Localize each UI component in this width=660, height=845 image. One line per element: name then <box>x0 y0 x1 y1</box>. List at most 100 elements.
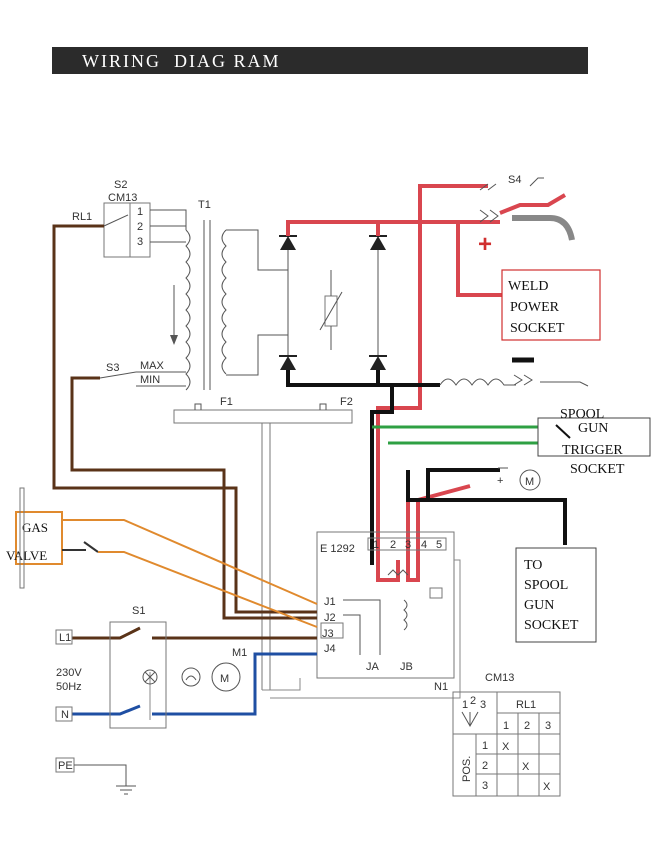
s2-switch-blade <box>103 214 129 227</box>
blue-wires <box>72 652 317 716</box>
svg-text:5: 5 <box>436 539 442 551</box>
legend-x-1: X <box>502 741 510 753</box>
svg-text:2: 2 <box>482 760 488 772</box>
s2-pos-1: 1 <box>137 206 143 218</box>
red-to-pcb <box>376 222 422 582</box>
s2-tap-1 <box>150 209 187 230</box>
svg-text:+: + <box>497 475 503 487</box>
red-to-weld-socket <box>456 222 502 297</box>
t1-primary-coil <box>185 229 191 391</box>
s1-label: S1 <box>132 605 145 617</box>
thermal-switches: F1 F2 <box>173 396 353 690</box>
svg-text:2: 2 <box>524 720 530 732</box>
svg-text:1: 1 <box>462 699 468 711</box>
secondary-lead-bottom <box>226 334 288 376</box>
s3-label: S3 <box>106 362 119 374</box>
voltage-label: 230V <box>56 667 82 679</box>
protective-earth: PE <box>55 757 136 795</box>
black-to-spool-socket <box>428 498 567 545</box>
weld-label-1: WELD <box>508 279 548 294</box>
switch-s3: S3 MAX MIN <box>99 360 186 387</box>
legend-x-2: X <box>522 761 530 773</box>
pcb-transformer <box>403 599 408 631</box>
svg-text:L1: L1 <box>59 632 71 644</box>
current-arrow-head <box>170 335 178 345</box>
svg-text:J3: J3 <box>322 628 334 640</box>
svg-text:4: 4 <box>421 539 427 551</box>
f1-symbol <box>194 403 202 410</box>
pcb-connector <box>367 537 447 551</box>
main-switch-s1: S1 L1 N 230V 50Hz <box>55 605 167 729</box>
diode-bottom-right <box>370 356 386 370</box>
s4-label: S4 <box>508 174 521 186</box>
l1-terminal <box>55 629 73 645</box>
svg-text:1: 1 <box>373 539 379 551</box>
svg-text:RL1: RL1 <box>516 699 536 711</box>
weld-power-socket-box: WELD POWER SOCKET <box>501 269 601 341</box>
fan-motor-icon <box>211 662 241 692</box>
weld-label-2: POWER <box>510 300 560 315</box>
black-to-pcb <box>370 385 394 565</box>
to-label-1: TO <box>524 558 542 573</box>
svg-text:J1: J1 <box>324 596 336 608</box>
brown-wires <box>52 224 317 640</box>
s2-box <box>103 202 151 258</box>
s1-lamp-icon <box>142 669 158 685</box>
svg-text:1: 1 <box>503 720 509 732</box>
red-to-s4 <box>378 184 488 224</box>
svg-text:2: 2 <box>390 539 396 551</box>
svg-text:PE: PE <box>58 760 73 772</box>
red-motor-feed <box>406 484 471 582</box>
rl1-label: RL1 <box>72 211 92 223</box>
f1-label: F1 <box>220 396 233 408</box>
s3-max-label: MAX <box>140 360 165 372</box>
diode-top-left <box>280 236 296 250</box>
legend-table <box>452 691 561 797</box>
diode-bottom-left <box>280 356 296 370</box>
switch-s4: S4 <box>479 174 575 241</box>
brown-s3-to-j2 <box>70 376 317 620</box>
frequency-label: 50Hz <box>56 681 82 693</box>
svg-text:N1: N1 <box>434 681 448 693</box>
s3-min-label: MIN <box>140 374 160 386</box>
plus-sign: + <box>478 231 492 258</box>
green-wires <box>372 425 538 445</box>
to-label-4: SOCKET <box>524 618 579 633</box>
svg-text:M: M <box>220 673 229 685</box>
to-label-2: SPOOL <box>524 578 568 593</box>
relay-coil <box>429 587 443 599</box>
torch-connector <box>479 209 499 223</box>
s2-cm13-label: CM13 <box>108 192 137 204</box>
potentiometer <box>387 569 409 576</box>
black-motor-feed <box>406 468 500 502</box>
brown-l1 <box>72 626 141 640</box>
svg-text:3: 3 <box>482 780 488 792</box>
f2-symbol <box>319 403 327 410</box>
selector-s2: S2 CM13 1 2 3 RL1 <box>72 179 187 258</box>
legend-x-3: X <box>543 781 551 793</box>
motor-icon <box>519 469 541 491</box>
spool-trigger-socket-box: SPOOL GUN TRIGGER SOCKET <box>537 407 651 477</box>
transformer-t1: T1 <box>170 199 227 391</box>
thermal-bar <box>173 409 353 424</box>
svg-text:3: 3 <box>480 699 486 711</box>
brown-rl1-to-j2 <box>52 224 317 614</box>
svg-text:J4: J4 <box>324 643 336 655</box>
svg-text:3: 3 <box>545 720 551 732</box>
spool-label-3: TRIGGER <box>562 443 623 458</box>
gas-label: GAS <box>22 520 48 535</box>
title-bar: WIRING DIAG RAM <box>52 47 588 74</box>
red-s4-out <box>499 193 567 215</box>
pcb-e1292: E 1292 1 2 3 4 5 J1 J2 J3 J4 JA JB N1 <box>316 531 455 693</box>
svg-text:J2: J2 <box>324 612 336 624</box>
to-label-3: GUN <box>524 598 554 613</box>
svg-text:N: N <box>61 709 69 721</box>
fan-motor-m1: M1 M <box>181 647 247 692</box>
blue-n-to-j4 <box>152 652 317 716</box>
s2-pos-3: 3 <box>137 236 143 248</box>
n-terminal <box>55 706 73 722</box>
page-title: WIRING DIAG RAM <box>82 51 281 71</box>
svg-text:2: 2 <box>470 695 476 707</box>
pcb-label: E 1292 <box>320 543 355 555</box>
